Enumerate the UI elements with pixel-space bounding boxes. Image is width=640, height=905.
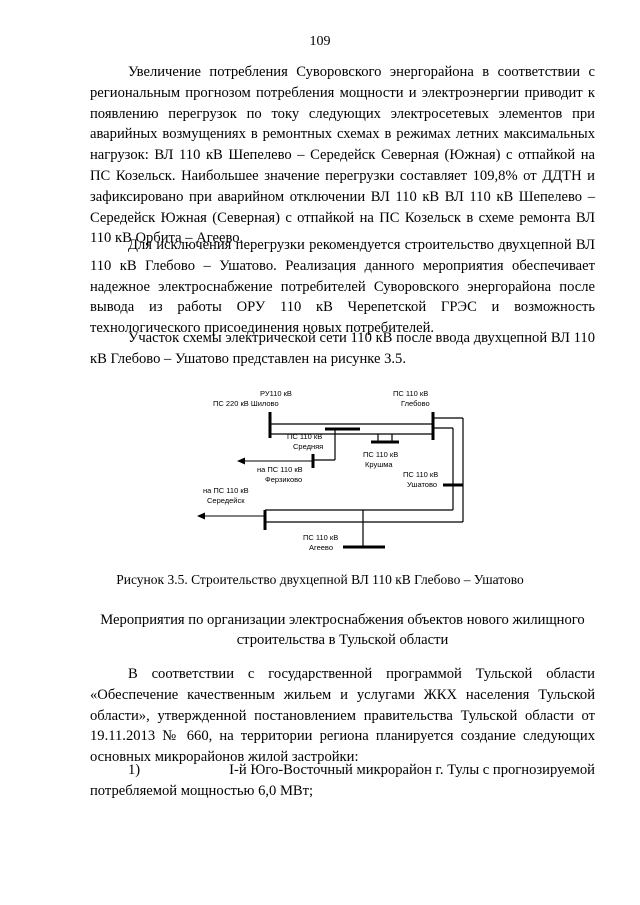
paragraph-3: Участок схемы электрической сети 110 кВ … — [90, 330, 595, 367]
label-ageevo-2: Агеево — [309, 543, 333, 552]
figure-caption: Рисунок 3.5. Строительство двухцепной ВЛ… — [116, 572, 524, 587]
section-heading: Мероприятия по организации электроснабже… — [100, 612, 585, 648]
label-krushma-1: ПС 110 кВ — [363, 450, 398, 459]
label-krushma-2: Крушма — [365, 460, 393, 469]
list-item-text-line2: потребляемой мощностью 6,0 МВт; — [90, 782, 314, 799]
paragraph-4: В соответствии с государственной програм… — [90, 666, 595, 766]
label-ferzikovo-2: Ферзиково — [265, 475, 302, 484]
label-ageevo-1: ПС 110 кВ — [303, 533, 338, 542]
label-seredeisk-2: Середейск — [207, 496, 245, 505]
network-diagram: РУ110 кВ ПС 220 кВ Шилово ПС 110 кВ Глеб… — [185, 382, 475, 562]
label-srednyaya-2: Средняя — [293, 442, 323, 451]
paragraph-1: Увеличение потребления Суворовского энер… — [90, 64, 595, 247]
label-shilovo-1: РУ110 кВ — [260, 389, 292, 398]
label-ushatovo-1: ПС 110 кВ — [403, 470, 438, 479]
label-ushatovo-2: Ушатово — [407, 480, 437, 489]
label-seredeisk-1: на ПС 110 кВ — [203, 486, 249, 495]
list-item-text-line1: I-й Юго-Восточный микрорайон г. Тулы с п… — [229, 762, 595, 778]
arrow-seredeisk-head — [197, 512, 205, 520]
list-item-number: 1) — [128, 762, 141, 778]
network-diagram-svg: РУ110 кВ ПС 220 кВ Шилово ПС 110 кВ Глеб… — [197, 389, 464, 552]
page-number: 109 — [309, 34, 331, 49]
label-srednyaya-1: ПС 110 кВ — [287, 432, 322, 441]
label-shilovo-2: ПС 220 кВ Шилово — [213, 399, 279, 408]
connection-lines — [265, 417, 464, 547]
arrow-ferzikovo-head — [237, 457, 245, 465]
list-item: 1) I-й Юго-Восточный микрорайон г. Тулы … — [90, 760, 595, 802]
label-ferzikovo-1: на ПС 110 кВ — [257, 465, 303, 474]
label-glebovo-2: Глебово — [401, 399, 430, 408]
paragraph-2: Для исключения перегрузки рекомендуется … — [90, 237, 595, 337]
label-glebovo-1: ПС 110 кВ — [393, 389, 428, 398]
